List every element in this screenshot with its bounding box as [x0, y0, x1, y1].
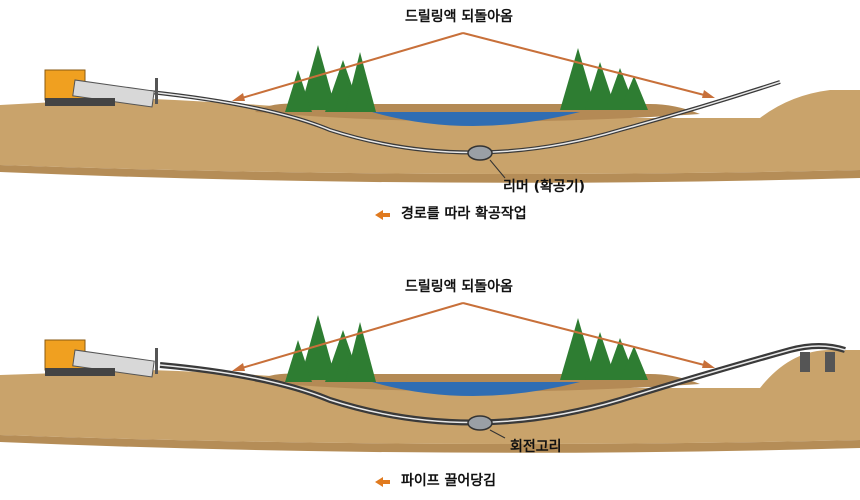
- ground: [0, 90, 860, 174]
- reamer-label: 리머 (확공기): [503, 179, 586, 195]
- caption-arrow-icon: [375, 208, 393, 220]
- swivel-label: 회전고리: [510, 439, 562, 455]
- caption-arrow-icon: [375, 475, 393, 487]
- reaming-caption: 경로를 따라 확공작업: [375, 203, 527, 223]
- return-arrow-left: [234, 302, 464, 371]
- panel-reaming: 드릴링액 되돌아옴 리머 (확공기) 경로를 따라 확공작업: [0, 9, 860, 223]
- ground-shadow: [0, 165, 860, 183]
- pipe-highlight: [159, 345, 846, 424]
- return-label: 드릴링액 되돌아옴: [405, 9, 513, 25]
- bore-path-highlight: [149, 81, 781, 154]
- caption-text: 파이프 끌어당김: [401, 473, 497, 489]
- reamer: [467, 145, 493, 161]
- drill-rig: [44, 339, 158, 378]
- water: [372, 382, 580, 396]
- trees-left: [285, 45, 376, 112]
- return-arrow-right: [462, 32, 713, 98]
- trees-right: [560, 318, 648, 380]
- tool-pointer: [489, 159, 506, 179]
- return-label: 드릴링액 되돌아옴: [405, 279, 513, 295]
- swivel: [467, 415, 493, 431]
- ground-shadow: [0, 435, 860, 453]
- drill-rig: [44, 69, 158, 108]
- water: [372, 112, 580, 126]
- tool-pointer: [489, 429, 506, 439]
- pullback-caption: 파이프 끌어당김: [375, 470, 496, 490]
- caption-text: 경로를 따라 확공작업: [401, 206, 527, 222]
- return-arrow-right: [462, 302, 713, 368]
- panel-pullback: 드릴링액 되돌아옴 회전고리 파이프 끌어당김: [0, 250, 860, 500]
- pipe-rollers: [800, 352, 835, 372]
- trees-left: [285, 315, 376, 382]
- return-arrow-left: [234, 32, 464, 101]
- reaming-diagram: [0, 32, 860, 183]
- pullback-diagram: [0, 302, 860, 453]
- trees-right: [560, 48, 648, 110]
